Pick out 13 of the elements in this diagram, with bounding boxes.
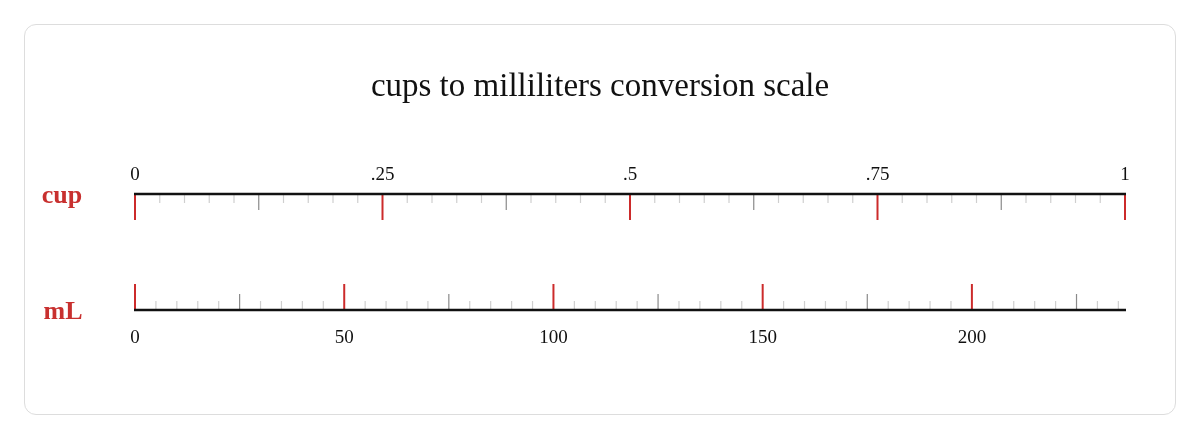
unit-label: mL bbox=[43, 298, 83, 324]
tick-label: 0 bbox=[130, 326, 140, 346]
tick-label: 0 bbox=[130, 163, 140, 183]
diagram-title: cups to milliliters conversion scale bbox=[370, 68, 830, 102]
tick-label: .5 bbox=[622, 163, 638, 183]
tick-label: 50 bbox=[334, 326, 354, 346]
tick-label: 200 bbox=[957, 326, 987, 346]
tick-label: 1 bbox=[1120, 163, 1130, 183]
tick-label: 100 bbox=[539, 326, 568, 346]
tick-label: 150 bbox=[748, 326, 777, 346]
tick-label: .75 bbox=[865, 163, 890, 183]
unit-label: cup bbox=[41, 182, 83, 208]
tick-label: .25 bbox=[370, 163, 395, 183]
